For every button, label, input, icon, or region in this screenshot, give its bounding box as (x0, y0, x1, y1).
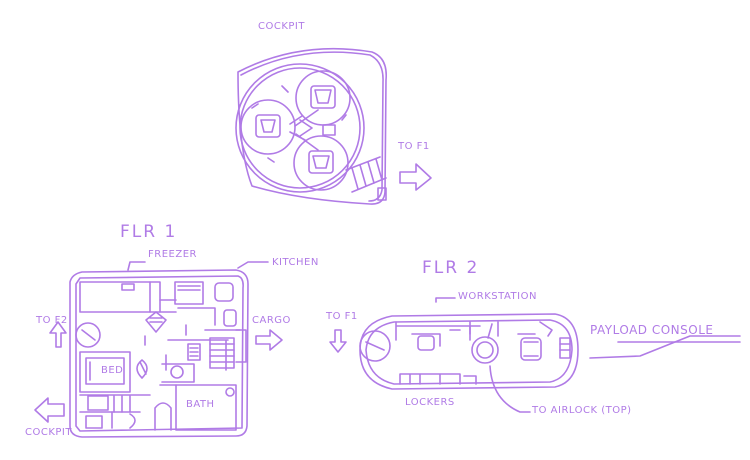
floor2-down-arrow (329, 329, 347, 353)
floor1-hull (69, 269, 249, 438)
cockpit-ladder (345, 156, 387, 201)
floor1-title: FLR 1 (120, 222, 178, 242)
airlock-hatch (471, 336, 499, 364)
bath-label: BATH (186, 399, 215, 410)
floor1-up-exit-label: TO F2 (36, 315, 68, 326)
airlock-exit-label: TO AIRLOCK (TOP) (532, 405, 632, 416)
cargo-exit-label: CARGO (252, 315, 291, 326)
cockpit-floor-ring (235, 63, 365, 193)
workstation-chair (417, 335, 435, 351)
floor1-hatch-top (145, 311, 167, 333)
bed-label: BED (101, 365, 124, 376)
pilot-seat-left (240, 99, 296, 155)
floor1-stairs (209, 329, 247, 369)
cockpit-walkway (289, 109, 319, 151)
workstation-label: WORKSTATION (458, 291, 537, 302)
pilot-seat-bottom (293, 135, 349, 191)
workstation-desk (395, 321, 481, 341)
freezer-label: FREEZER (148, 249, 197, 260)
cockpit-exit-label: TO F1 (398, 141, 430, 152)
cockpit-hull (237, 47, 388, 205)
floor2-down-exit-label: TO F1 (326, 311, 358, 322)
cockpit-exit-arrow (399, 163, 432, 191)
payload-console-seat (520, 337, 542, 361)
floor1-cockpit-exit-label: COCKPIT (25, 427, 72, 438)
bath-room (175, 384, 237, 431)
floor1-cargo-arrow (255, 329, 283, 351)
bath-doorway (154, 402, 172, 431)
floor1-porthole-left (75, 322, 101, 348)
floor2-title: FLR 2 (422, 258, 480, 278)
floor1-diagram (34, 261, 283, 438)
floor2-hull (359, 313, 579, 390)
freezer-room (79, 281, 161, 313)
kitchen-counter (174, 281, 204, 305)
floor1-up-arrow (49, 321, 67, 348)
lockers-label: LOCKERS (405, 397, 455, 408)
floor1-cockpit-arrow (34, 397, 65, 423)
payload-console-label: PAYLOAD CONSOLE (590, 323, 714, 337)
pilot-seat-top (295, 70, 351, 126)
bed (85, 357, 125, 385)
cockpit-title: COCKPIT (258, 21, 305, 32)
lockers (399, 373, 461, 385)
kitchen-label: KITCHEN (272, 257, 319, 268)
floor2-hatch-left (359, 330, 391, 362)
bed-room (79, 351, 131, 393)
cockpit-diagram (235, 47, 432, 205)
floor2-diagram (329, 297, 741, 413)
